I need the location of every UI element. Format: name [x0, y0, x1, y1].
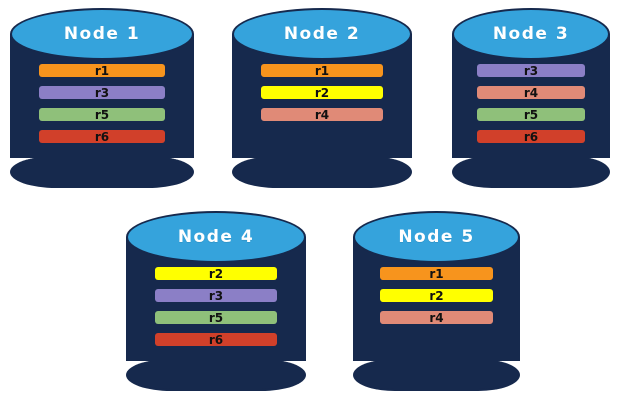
node-3[interactable]: Node 3 r3 r4 r5 r6 [452, 8, 610, 188]
node-3-cylinder-bottom [452, 156, 610, 188]
replica-label: r6 [523, 129, 539, 144]
replica-label: r2 [314, 85, 330, 100]
node-1-cylinder-top: Node 1 [10, 8, 194, 60]
node-1[interactable]: Node 1 r1 r3 r5 r6 [10, 8, 194, 188]
replica-bar-r4[interactable]: r4 [477, 86, 585, 99]
replica-label: r2 [208, 266, 224, 281]
replica-bar-r4[interactable]: r4 [380, 311, 493, 324]
node-3-replica-list: r3 r4 r5 r6 [477, 64, 585, 143]
node-5-title: Node 5 [398, 227, 475, 247]
replica-label: r4 [429, 310, 444, 325]
node-2-cylinder-top: Node 2 [232, 8, 412, 60]
replica-label: r2 [429, 288, 444, 303]
replica-label: r5 [523, 107, 539, 122]
replica-label: r4 [314, 107, 330, 122]
replica-bar-r6[interactable]: r6 [39, 130, 165, 143]
node-2-title: Node 2 [283, 24, 361, 44]
replica-bar-r3[interactable]: r3 [39, 86, 165, 99]
replica-label: r1 [94, 63, 110, 78]
replica-label: r1 [314, 63, 330, 78]
replica-label: r3 [94, 85, 110, 100]
replica-label: r5 [208, 310, 224, 325]
node-3-cylinder-top: Node 3 [452, 8, 610, 60]
replica-label: r6 [94, 129, 110, 144]
node-4[interactable]: Node 4 r2 r3 r5 r6 [126, 211, 306, 391]
replica-bar-r6[interactable]: r6 [155, 333, 277, 346]
node-2-cylinder-bottom [232, 156, 412, 188]
node-5-replica-list: r1 r2 r4 [380, 267, 493, 324]
node-5[interactable]: Node 5 r1 r2 r4 [353, 211, 520, 391]
replica-label: r6 [208, 332, 224, 347]
replica-bar-r3[interactable]: r3 [477, 64, 585, 77]
replica-bar-r1[interactable]: r1 [39, 64, 165, 77]
replica-label: r3 [523, 63, 539, 78]
replica-label: r3 [208, 288, 224, 303]
replica-bar-r1[interactable]: r1 [380, 267, 493, 280]
node-2[interactable]: Node 2 r1 r2 r4 [232, 8, 412, 188]
replica-bar-r5[interactable]: r5 [477, 108, 585, 121]
replica-bar-r3[interactable]: r3 [155, 289, 277, 302]
node-4-cylinder-bottom [126, 359, 306, 391]
replica-bar-r1[interactable]: r1 [261, 64, 383, 77]
replica-label: r5 [94, 107, 110, 122]
replica-bar-r4[interactable]: r4 [261, 108, 383, 121]
replica-label: r1 [429, 266, 444, 281]
node-4-cylinder-top: Node 4 [126, 211, 306, 263]
node-5-cylinder-top: Node 5 [353, 211, 520, 263]
replica-bar-r6[interactable]: r6 [477, 130, 585, 143]
node-4-title: Node 4 [177, 227, 255, 247]
replica-bar-r5[interactable]: r5 [155, 311, 277, 324]
node-2-replica-list: r1 r2 r4 [261, 64, 383, 121]
node-5-cylinder-bottom [353, 359, 520, 391]
replica-bar-r2[interactable]: r2 [261, 86, 383, 99]
node-3-title: Node 3 [492, 24, 570, 44]
replica-bar-r2[interactable]: r2 [380, 289, 493, 302]
replica-label: r4 [523, 85, 539, 100]
replica-bar-r5[interactable]: r5 [39, 108, 165, 121]
replica-bar-r2[interactable]: r2 [155, 267, 277, 280]
node-1-title: Node 1 [63, 24, 141, 44]
node-4-replica-list: r2 r3 r5 r6 [155, 267, 277, 346]
node-1-replica-list: r1 r3 r5 r6 [39, 64, 165, 143]
node-1-cylinder-bottom [10, 156, 194, 188]
